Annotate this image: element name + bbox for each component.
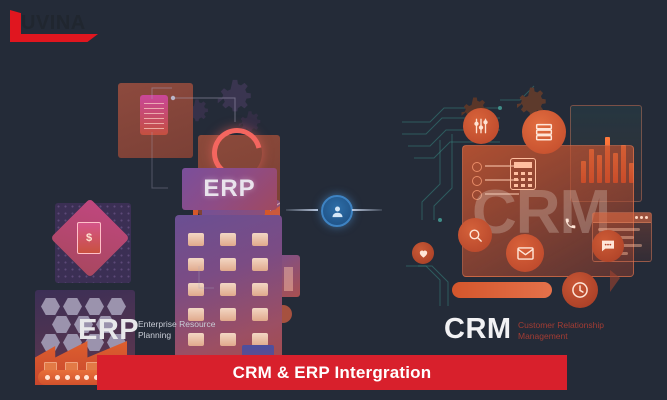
erp-subtitle-line2: Planning <box>138 329 172 340</box>
crm-subtitle: Customer Relationship Management <box>518 320 604 341</box>
hexagon-icon <box>41 334 60 351</box>
crm-subtitle-line1: Customer Relationship <box>518 320 604 330</box>
connector-line-left <box>286 209 318 211</box>
user-avatar-icon <box>321 195 353 227</box>
crm-illustration: CRM <box>400 70 662 310</box>
hexagon-icon <box>41 298 60 315</box>
database-icon <box>522 110 566 154</box>
crm-subtitle-line2: Management <box>518 330 568 341</box>
hexagon-icon <box>85 298 104 315</box>
logo-wordmark: UVINA <box>21 12 86 34</box>
integration-connector <box>286 195 382 227</box>
erp-illustration: $ ERP <box>30 70 320 385</box>
clock-icon <box>562 272 598 308</box>
crm-watermark: CRM <box>472 178 611 247</box>
integration-banner: CRM & ERP Intergration <box>97 355 567 390</box>
erp-subtitle-line1: Enterprise Resource <box>138 319 216 329</box>
hexagon-icon <box>107 298 126 315</box>
logo-l-bar <box>10 10 21 36</box>
connector-line-right <box>352 209 382 211</box>
gear-icon <box>517 87 546 116</box>
invoice-dollar-icon: $ <box>77 222 101 254</box>
logo-l-foot <box>10 34 98 42</box>
search-icon <box>458 218 492 252</box>
chat-icon <box>592 230 624 262</box>
hexagon-icon <box>52 316 71 333</box>
banner-text: CRM & ERP Intergration <box>232 362 432 382</box>
hexagon-icon <box>63 298 82 315</box>
erp-subtitle: Enterprise Resource Planning <box>138 319 215 340</box>
hexagon-icon <box>85 334 104 351</box>
progress-pill <box>452 282 552 298</box>
gear-icon <box>217 79 251 112</box>
calculator-icon <box>510 158 536 190</box>
email-icon <box>506 234 544 272</box>
phone-icon <box>564 217 577 230</box>
erp-connector-lines <box>151 87 236 289</box>
speech-bubble-tail <box>610 270 620 292</box>
gear-icon <box>238 111 261 132</box>
erp-title: ERP <box>78 314 140 346</box>
luvina-logo: UVINA <box>10 10 106 42</box>
erp-sign-label: ERP <box>203 175 256 202</box>
hexagon-icon <box>96 316 115 333</box>
clipboard-icon <box>140 95 168 135</box>
hexagon-icon <box>74 316 93 333</box>
heart-icon <box>412 242 434 264</box>
crm-title: CRM <box>444 313 512 345</box>
erp-sign: ERP <box>182 168 277 210</box>
sliders-icon <box>463 108 499 144</box>
